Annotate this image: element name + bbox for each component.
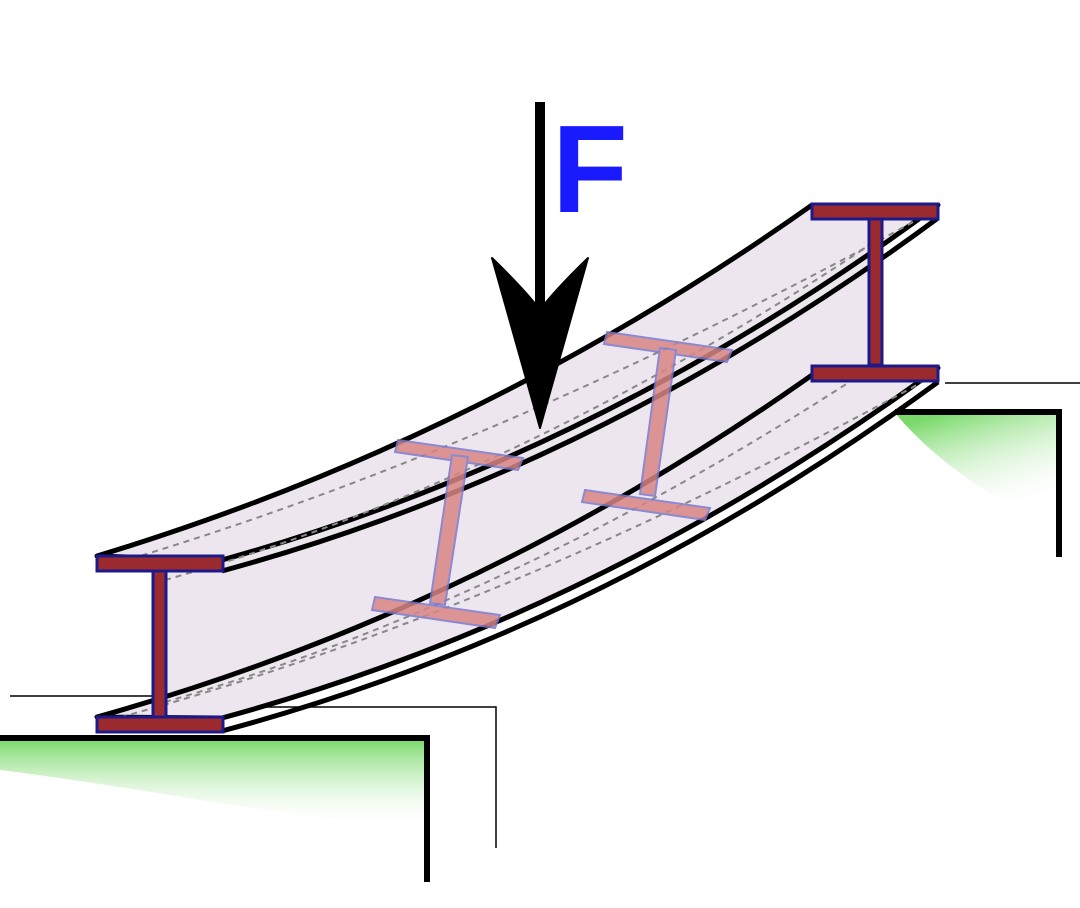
force-arrow-icon bbox=[491, 102, 589, 429]
beam-bottom-flange-edge bbox=[221, 379, 940, 734]
left-support-shading bbox=[0, 740, 425, 830]
i-beam-section-right-icon bbox=[810, 202, 940, 383]
force-label: F bbox=[552, 101, 628, 239]
right-support bbox=[895, 382, 1080, 557]
left-support-outline bbox=[0, 735, 430, 882]
i-beam-section-left-icon bbox=[95, 554, 225, 734]
right-support-shading bbox=[895, 413, 1058, 510]
hidden-line-web-upper bbox=[164, 237, 881, 581]
inner-section-right bbox=[580, 330, 734, 522]
left-support bbox=[0, 695, 497, 882]
right-support-outline bbox=[895, 409, 1062, 557]
inner-section-left bbox=[370, 438, 525, 630]
hidden-line-web-lower bbox=[164, 361, 881, 703]
beam-top-flange-edge bbox=[221, 215, 940, 574]
force-arrow-head bbox=[491, 257, 589, 429]
